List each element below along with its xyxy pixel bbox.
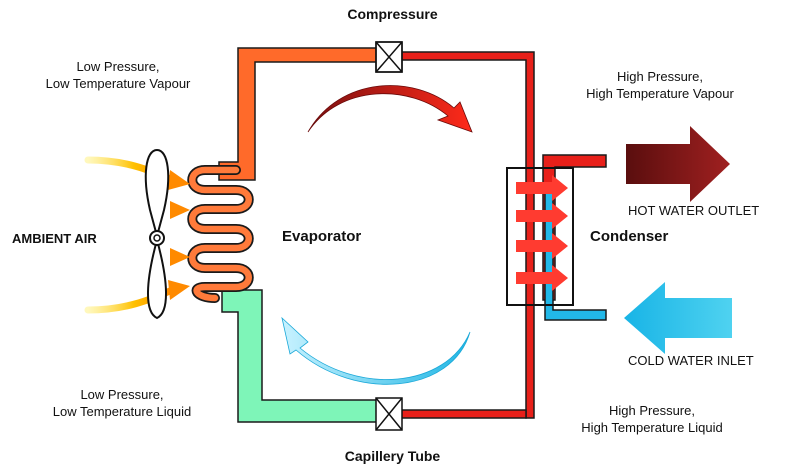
high-pressure-liquid-label: High Pressure, High Temperature Liquid <box>581 403 723 435</box>
condenser-label: Condenser <box>590 228 669 245</box>
condenser-box <box>506 167 574 306</box>
low-pressure-vapour-pipe <box>218 47 381 181</box>
cycle-arrow-bottom <box>281 316 471 385</box>
fan-icon <box>144 148 170 320</box>
compressor-label: Compressure <box>347 6 438 22</box>
hot-water-outlet-label: HOT WATER OUTLET <box>628 203 760 218</box>
ambient-air-arrows <box>80 156 190 314</box>
low-pressure-liquid-pipe <box>221 289 381 423</box>
cold-water-inlet-label: COLD WATER INLET <box>628 353 754 368</box>
capillary-tube-label: Capillery Tube <box>344 448 441 464</box>
compressor-valve-icon <box>375 41 403 73</box>
heat-transfer-arrows <box>516 175 568 291</box>
cycle-arrow-top <box>307 85 473 133</box>
high-pressure-vapour-pipe <box>397 51 535 419</box>
cold-water-inlet-arrow <box>624 282 732 354</box>
low-pressure-vapour-label: Low Pressure, Low Temperature Vapour <box>45 59 191 91</box>
high-pressure-liquid-pipe <box>397 409 527 419</box>
capillary-valve-icon <box>375 397 403 431</box>
high-pressure-vapour-label: High Pressure, High Temperature Vapour <box>586 69 734 101</box>
low-pressure-liquid-label: Low Pressure, Low Temperature Liquid <box>52 387 192 419</box>
hot-water-outlet-arrow <box>626 126 730 202</box>
ambient-air-label: AMBIENT AIR <box>12 231 97 246</box>
evaporator-label: Evaporator <box>282 228 362 245</box>
